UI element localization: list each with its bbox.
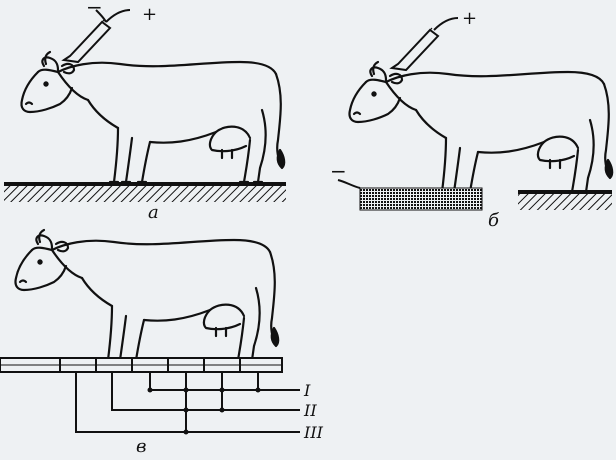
segmented-floor	[0, 357, 283, 373]
plus-sign-b: +	[462, 8, 477, 29]
minus-sign-a: −	[86, 0, 103, 19]
minus-sign-b: −	[330, 159, 347, 183]
panel-label-v: в	[136, 436, 146, 456]
floor-b	[518, 194, 612, 210]
floor-a-top	[4, 182, 286, 186]
cow-v	[14, 228, 280, 362]
circuit-label-2: II	[303, 401, 317, 420]
electrode-a	[61, 9, 131, 64]
cow-b	[348, 60, 614, 194]
cow-a	[20, 50, 286, 184]
wiring	[75, 372, 300, 433]
insulated-floor-b	[359, 187, 483, 211]
electrode-b	[389, 17, 459, 72]
panel-label-a: а	[148, 202, 159, 223]
ground-wire-b	[337, 179, 361, 189]
panel-v: I II III в	[0, 228, 324, 457]
panel-b: − + б	[330, 8, 614, 231]
plus-sign-a: +	[142, 4, 157, 25]
circuit-label-1: I	[303, 381, 311, 400]
floor-a	[4, 186, 286, 202]
circuit-label-3: III	[303, 423, 324, 442]
panel-a: − + а	[4, 0, 286, 223]
floor-b-top	[518, 190, 612, 194]
panel-label-b: б	[488, 210, 500, 231]
junction-dots	[147, 387, 261, 435]
